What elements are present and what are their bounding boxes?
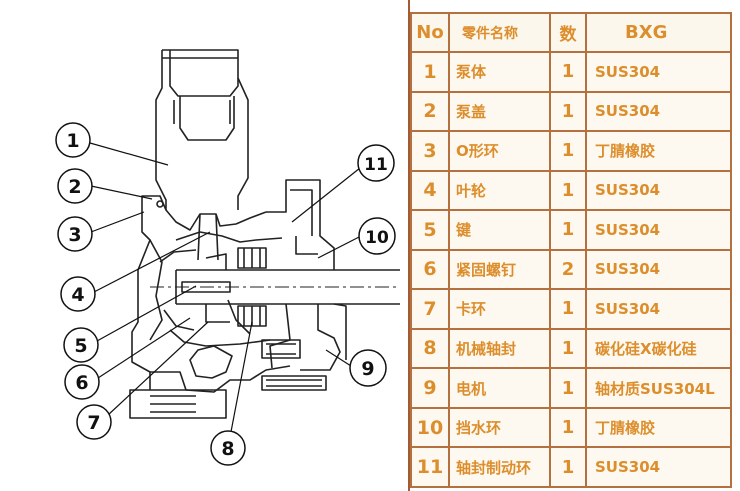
callout-7: 7 xyxy=(87,412,100,434)
table-row: 10 挡水环 1 丁腈橡胶 xyxy=(410,406,732,449)
cell-part-name: 卡环 xyxy=(448,288,551,330)
cell-quantity: 1 xyxy=(549,327,587,370)
table-row: 2 泵盖 1 SUS304 xyxy=(410,90,732,133)
cell-no: 3 xyxy=(410,130,450,172)
cell-no: 11 xyxy=(410,446,450,488)
table-header-row: No 零件名称 数 BXG xyxy=(410,12,732,53)
callout-11: 11 xyxy=(364,155,388,175)
cell-quantity: 1 xyxy=(549,446,587,488)
callout-2: 2 xyxy=(68,176,81,198)
callout-6: 6 xyxy=(75,372,88,394)
cell-no: 1 xyxy=(410,51,450,93)
cell-material: SUS304 xyxy=(585,51,732,93)
cell-quantity: 2 xyxy=(549,248,587,291)
cell-no: 2 xyxy=(410,90,450,133)
cell-no: 4 xyxy=(410,169,450,212)
pump-cross-section-diagram: 1 2 3 4 5 6 7 8 9 10 11 xyxy=(55,0,410,491)
leader-lines xyxy=(89,142,362,438)
cell-quantity: 1 xyxy=(549,90,587,133)
table-row: 3 O形环 1 丁腈橡胶 xyxy=(410,130,732,172)
cell-part-name: 机械轴封 xyxy=(448,327,551,370)
table-row: 9 电机 1 轴材质SUS304L xyxy=(410,367,732,409)
cell-quantity: 1 xyxy=(549,169,587,212)
cell-part-name: 泵盖 xyxy=(448,90,551,133)
cell-no: 5 xyxy=(410,209,450,251)
callout-5: 5 xyxy=(74,335,87,357)
header-material: BXG xyxy=(585,12,732,53)
cell-part-name: 键 xyxy=(448,209,551,251)
cell-part-name: 电机 xyxy=(448,367,551,409)
table-row: 4 叶轮 1 SUS304 xyxy=(410,169,732,212)
cell-quantity: 1 xyxy=(549,406,587,449)
cell-material: SUS304 xyxy=(585,446,732,488)
table-row: 5 键 1 SUS304 xyxy=(410,209,732,251)
cell-quantity: 1 xyxy=(549,51,587,93)
cell-quantity: 1 xyxy=(549,288,587,330)
header-no: No xyxy=(410,12,450,53)
table-row: 8 机械轴封 1 碳化硅X碳化硅 xyxy=(410,327,732,370)
callout-3: 3 xyxy=(68,224,81,246)
table-row: 7 卡环 1 SUS304 xyxy=(410,288,732,330)
table-row: 6 紧固螺钉 2 SUS304 xyxy=(410,248,732,291)
cell-material: 碳化硅X碳化硅 xyxy=(585,327,732,370)
callout-circles xyxy=(55,122,396,466)
header-part-name: 零件名称 xyxy=(448,12,551,53)
cell-material: SUS304 xyxy=(585,248,732,291)
callout-8: 8 xyxy=(221,438,234,460)
table-row: 11 轴封制动环 1 SUS304 xyxy=(410,446,732,488)
cell-part-name: 轴封制动环 xyxy=(448,446,551,488)
pump-drawing xyxy=(129,49,400,419)
cell-no: 7 xyxy=(410,288,450,330)
cell-no: 10 xyxy=(410,406,450,449)
cell-quantity: 1 xyxy=(549,209,587,251)
parts-table: No 零件名称 数 BXG 1 泵体 1 SUS304 2 泵盖 1 SUS30… xyxy=(410,12,732,488)
cell-material: 丁腈橡胶 xyxy=(585,130,732,172)
cell-part-name: 紧固螺钉 xyxy=(448,248,551,291)
cell-part-name: O形环 xyxy=(448,130,551,172)
cell-material: SUS304 xyxy=(585,90,732,133)
cell-no: 8 xyxy=(410,327,450,370)
cell-no: 9 xyxy=(410,367,450,409)
cell-part-name: 泵体 xyxy=(448,51,551,93)
cell-no: 6 xyxy=(410,248,450,291)
table-row: 1 泵体 1 SUS304 xyxy=(410,51,732,93)
cell-part-name: 挡水环 xyxy=(448,406,551,449)
callout-9: 9 xyxy=(361,358,374,380)
cell-material: SUS304 xyxy=(585,288,732,330)
cell-part-name: 叶轮 xyxy=(448,169,551,212)
callout-10: 10 xyxy=(365,228,389,248)
callout-4: 4 xyxy=(71,284,84,306)
cell-quantity: 1 xyxy=(549,130,587,172)
cell-material: 丁腈橡胶 xyxy=(585,406,732,449)
callout-1: 1 xyxy=(66,130,79,152)
cell-material: 轴材质SUS304L xyxy=(585,367,732,409)
cell-material: SUS304 xyxy=(585,209,732,251)
cell-quantity: 1 xyxy=(549,367,587,409)
cell-material: SUS304 xyxy=(585,169,732,212)
callout-numbers: 1 2 3 4 5 6 7 8 9 10 11 xyxy=(66,130,389,460)
header-quantity: 数 xyxy=(549,12,587,53)
